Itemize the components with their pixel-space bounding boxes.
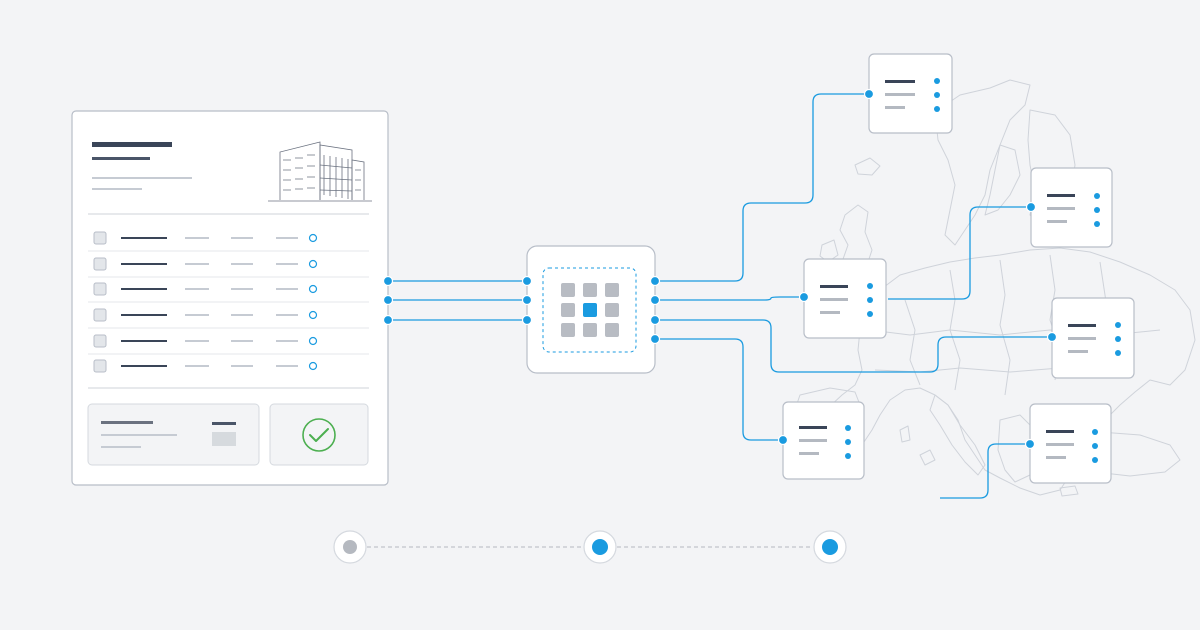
form-rows [88,231,369,373]
building-icon [268,141,372,202]
destination-port [777,434,789,446]
table-row [88,231,369,252]
destination-port [798,291,810,303]
destination-card[interactable] [777,401,865,480]
destination-port [863,88,875,100]
hub-to-destinations-connectors [655,93,1052,499]
destination-port [1046,331,1058,343]
step-3-dot[interactable] [813,530,847,564]
row-checkbox[interactable] [93,257,107,271]
step-1-dot[interactable] [333,530,367,564]
row-port [308,233,318,243]
destination-card[interactable] [863,53,953,134]
destination-port [1024,438,1036,450]
confirm-panel[interactable] [269,403,369,466]
destination-card[interactable] [1025,167,1113,248]
table-row [88,334,369,355]
europe-map-icon [791,79,1196,497]
hub-ports [521,275,661,345]
active-grid-cell [583,303,597,317]
summary-panel [87,403,260,466]
form-title-bar [92,142,172,147]
table-row [88,257,369,278]
row-checkbox[interactable] [93,359,107,373]
row-port [308,361,318,371]
table-row [93,359,318,373]
step-2-dot[interactable] [583,530,617,564]
form-output-ports [382,275,394,326]
row-port [308,259,318,269]
row-port [308,336,318,346]
destination-card[interactable] [798,258,887,339]
processing-hub [521,245,661,374]
destination-card[interactable] [1046,297,1135,379]
form-subtitle-bar [92,157,150,160]
progress-stepper [333,530,847,564]
table-row [88,282,369,303]
destination-port [1025,201,1037,213]
row-checkbox[interactable] [93,334,107,348]
row-port [308,310,318,320]
check-circle-icon [302,418,336,452]
row-checkbox[interactable] [93,308,107,322]
source-form-card [71,110,389,486]
destination-card[interactable] [1024,403,1112,484]
row-port [308,284,318,294]
grid-icon [561,283,619,337]
row-checkbox[interactable] [93,282,107,296]
table-row [88,308,369,329]
row-checkbox[interactable] [93,231,107,245]
